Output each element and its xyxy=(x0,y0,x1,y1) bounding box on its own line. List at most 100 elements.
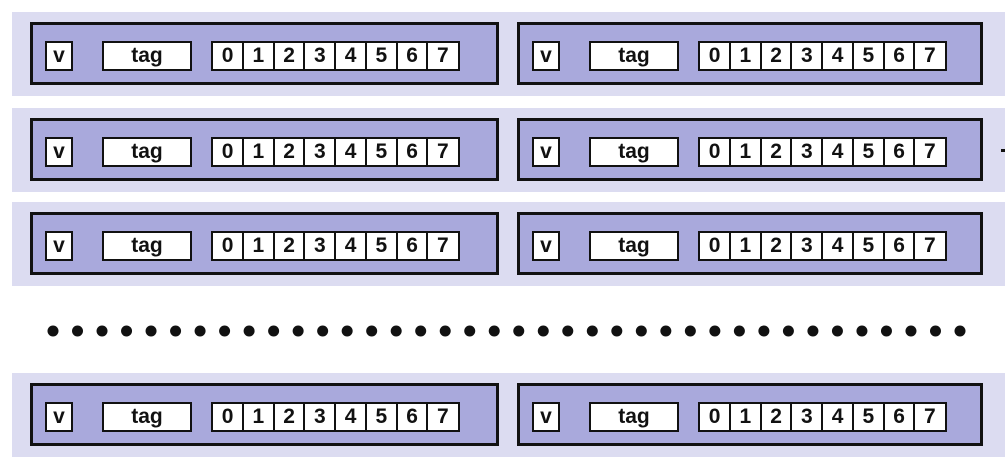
ellipsis-dot xyxy=(47,325,59,337)
data-byte: 1 xyxy=(241,402,275,432)
data-block: 0 1 2 3 4 5 6 7 xyxy=(698,231,947,261)
data-byte: 0 xyxy=(211,231,245,261)
data-block: 0 1 2 3 4 5 6 7 xyxy=(211,137,460,167)
ellipsis-dot xyxy=(268,325,280,337)
data-byte: 4 xyxy=(821,402,855,432)
data-byte: 0 xyxy=(211,402,245,432)
ellipsis-dot xyxy=(145,325,157,337)
ellipsis-dot xyxy=(831,325,843,337)
ellipsis-dot xyxy=(121,325,133,337)
data-block: 0 1 2 3 4 5 6 7 xyxy=(211,231,460,261)
data-block: 0 1 2 3 4 5 6 7 xyxy=(211,402,460,432)
data-byte: 5 xyxy=(851,231,885,261)
ellipsis-dot xyxy=(317,325,329,337)
ellipsis-dot xyxy=(562,325,574,337)
data-byte: 5 xyxy=(364,402,398,432)
ellipsis-dot xyxy=(586,325,598,337)
ellipsis-dots xyxy=(44,319,969,343)
data-byte: 4 xyxy=(334,41,368,71)
cache-line: v tag 0 1 2 3 4 5 6 7 xyxy=(517,118,983,181)
data-byte: 6 xyxy=(882,41,916,71)
ellipsis-dot xyxy=(243,325,255,337)
data-byte: 5 xyxy=(364,41,398,71)
ellipsis-dot xyxy=(96,325,108,337)
tag-field: tag xyxy=(102,231,192,261)
edge-mark xyxy=(1001,149,1005,152)
data-byte: 2 xyxy=(272,137,306,167)
data-block: 0 1 2 3 4 5 6 7 xyxy=(698,41,947,71)
data-byte: 6 xyxy=(882,231,916,261)
cache-set: v tag 0 1 2 3 4 5 6 7 v tag 0 1 2 3 4 5 xyxy=(12,108,1005,192)
data-byte: 5 xyxy=(364,231,398,261)
valid-bit: v xyxy=(45,137,73,167)
data-byte: 4 xyxy=(821,137,855,167)
data-byte: 4 xyxy=(334,231,368,261)
tag-field: tag xyxy=(589,137,679,167)
ellipsis-dot xyxy=(439,325,451,337)
data-byte: 6 xyxy=(882,137,916,167)
data-byte: 6 xyxy=(395,231,429,261)
valid-bit: v xyxy=(532,41,560,71)
data-byte: 7 xyxy=(426,137,460,167)
data-byte: 7 xyxy=(913,41,947,71)
data-byte: 6 xyxy=(882,402,916,432)
data-block: 0 1 2 3 4 5 6 7 xyxy=(698,137,947,167)
data-byte: 2 xyxy=(759,402,793,432)
cache-line: v tag 0 1 2 3 4 5 6 7 xyxy=(30,118,499,181)
cache-set: v tag 0 1 2 3 4 5 6 7 v tag 0 1 2 3 4 5 xyxy=(12,12,1005,96)
data-byte: 5 xyxy=(851,402,885,432)
valid-bit: v xyxy=(532,137,560,167)
data-byte: 0 xyxy=(211,41,245,71)
ellipsis-dot xyxy=(856,325,868,337)
ellipsis-dot xyxy=(929,325,941,337)
data-byte: 1 xyxy=(728,231,762,261)
ellipsis-dot xyxy=(194,325,206,337)
data-byte: 1 xyxy=(728,41,762,71)
ellipsis-dot xyxy=(880,325,892,337)
ellipsis-dot xyxy=(170,325,182,337)
ellipsis-dot xyxy=(537,325,549,337)
data-byte: 4 xyxy=(334,402,368,432)
data-byte: 6 xyxy=(395,41,429,71)
ellipsis-dot xyxy=(415,325,427,337)
data-byte: 3 xyxy=(790,402,824,432)
tag-field: tag xyxy=(589,231,679,261)
data-byte: 0 xyxy=(698,402,732,432)
ellipsis-dot xyxy=(660,325,672,337)
data-byte: 5 xyxy=(851,41,885,71)
ellipsis-dot xyxy=(954,325,966,337)
ellipsis-dot xyxy=(72,325,84,337)
ellipsis-dot xyxy=(709,325,721,337)
data-byte: 3 xyxy=(790,41,824,71)
cache-set: v tag 0 1 2 3 4 5 6 7 v tag 0 1 2 3 4 5 xyxy=(12,373,1005,457)
data-byte: 1 xyxy=(728,402,762,432)
ellipsis-dot xyxy=(390,325,402,337)
cache-line: v tag 0 1 2 3 4 5 6 7 xyxy=(30,383,499,446)
cache-line: v tag 0 1 2 3 4 5 6 7 xyxy=(517,22,983,85)
data-block: 0 1 2 3 4 5 6 7 xyxy=(211,41,460,71)
data-byte: 3 xyxy=(303,231,337,261)
data-byte: 1 xyxy=(241,231,275,261)
data-byte: 7 xyxy=(913,231,947,261)
data-byte: 1 xyxy=(241,137,275,167)
data-byte: 3 xyxy=(303,41,337,71)
ellipsis-dot xyxy=(341,325,353,337)
data-byte: 2 xyxy=(272,41,306,71)
valid-bit: v xyxy=(45,41,73,71)
data-byte: 1 xyxy=(728,137,762,167)
data-byte: 4 xyxy=(821,41,855,71)
ellipsis-dot xyxy=(292,325,304,337)
ellipsis-dot xyxy=(684,325,696,337)
valid-bit: v xyxy=(45,231,73,261)
cache-line: v tag 0 1 2 3 4 5 6 7 xyxy=(30,212,499,275)
tag-field: tag xyxy=(102,402,192,432)
ellipsis-dot xyxy=(758,325,770,337)
data-byte: 0 xyxy=(211,137,245,167)
data-byte: 5 xyxy=(364,137,398,167)
data-byte: 7 xyxy=(426,402,460,432)
data-byte: 0 xyxy=(698,41,732,71)
tag-field: tag xyxy=(589,41,679,71)
ellipsis-dot xyxy=(782,325,794,337)
data-byte: 4 xyxy=(334,137,368,167)
ellipsis-dot xyxy=(513,325,525,337)
